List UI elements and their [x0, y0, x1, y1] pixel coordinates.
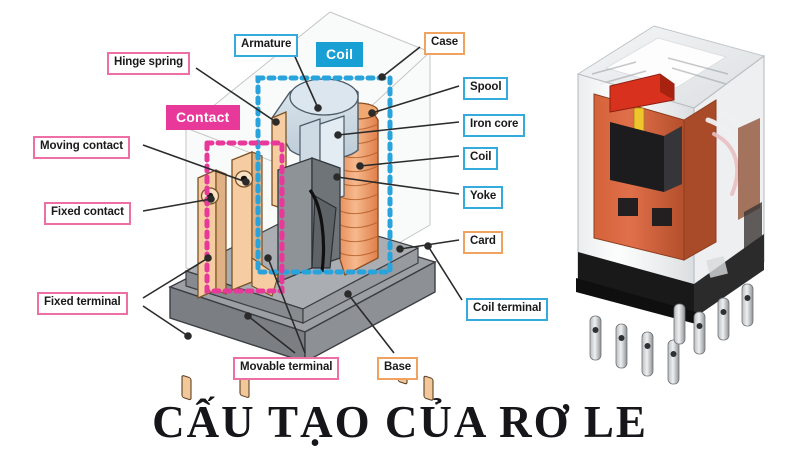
callout-moving-contact: Moving contact — [33, 136, 130, 159]
callout-coil: Coil — [463, 147, 499, 170]
callout-armature: Armature — [234, 34, 299, 57]
page-title: CẤU TẠO CỦA RƠ LE — [152, 397, 648, 447]
relay-photograph — [576, 25, 766, 385]
contact-group-boundary — [204, 140, 285, 294]
callout-hinge-spring: Hinge spring — [107, 52, 191, 75]
callout-fixed-contact: Fixed contact — [44, 202, 131, 225]
callout-yoke: Yoke — [463, 186, 504, 209]
callout-movable-terminal: Movable terminal — [233, 357, 340, 380]
callout-case: Case — [424, 32, 466, 55]
callout-fixed-terminal: Fixed terminal — [37, 292, 128, 315]
callout-base: Base — [377, 357, 419, 380]
card-and-bracket — [277, 157, 341, 283]
callout-iron-core: Iron core — [463, 114, 526, 137]
callout-coil-terminal: Coil terminal — [466, 298, 549, 321]
group-label-coil: Coil — [316, 42, 364, 67]
callout-spool: Spool — [463, 77, 509, 100]
callout-card: Card — [463, 231, 503, 254]
group-label-contact: Contact — [166, 105, 240, 130]
coil-group-boundary — [255, 75, 393, 275]
